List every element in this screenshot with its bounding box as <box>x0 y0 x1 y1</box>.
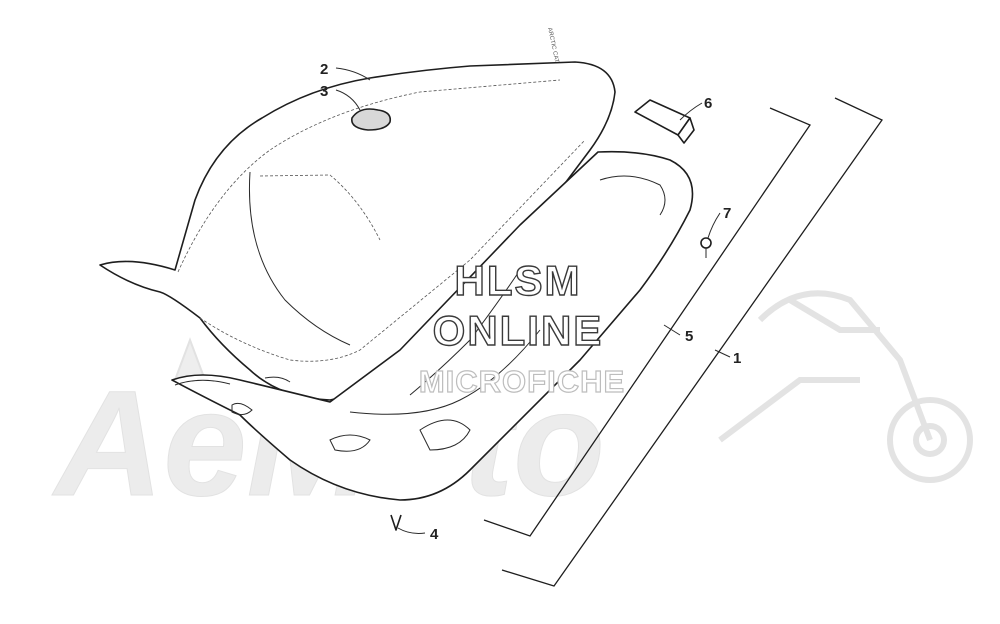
callout-7: 7 <box>723 205 731 222</box>
seat-decal-text: ARCTIC CAT <box>546 27 559 63</box>
assembly-bracket-5 <box>483 107 811 537</box>
watermark: HLSM ONLINE MICROFICHE <box>418 256 625 399</box>
callout-6: 6 <box>704 95 712 112</box>
seat-cushion: ARCTIC CAT <box>99 27 616 401</box>
seat-patch <box>351 108 392 131</box>
watermark-line3: MICROFICHE <box>419 364 625 399</box>
seat-base <box>171 150 694 501</box>
callout-2: 2 <box>320 61 328 78</box>
watermark-line2: ONLINE <box>433 307 604 354</box>
callout-4: 4 <box>430 526 439 543</box>
callout-3: 3 <box>320 83 328 100</box>
callout-5: 5 <box>685 328 693 345</box>
leader-lines <box>335 67 731 534</box>
screw-fastener <box>700 237 712 258</box>
assembly-bracket-1 <box>501 97 883 587</box>
callout-1: 1 <box>733 350 741 367</box>
watermark-line1: HLSM <box>455 257 582 304</box>
hinge-bracket <box>634 99 695 144</box>
motorcycle-emblem-icon <box>718 290 973 483</box>
clip-fastener <box>390 514 402 531</box>
